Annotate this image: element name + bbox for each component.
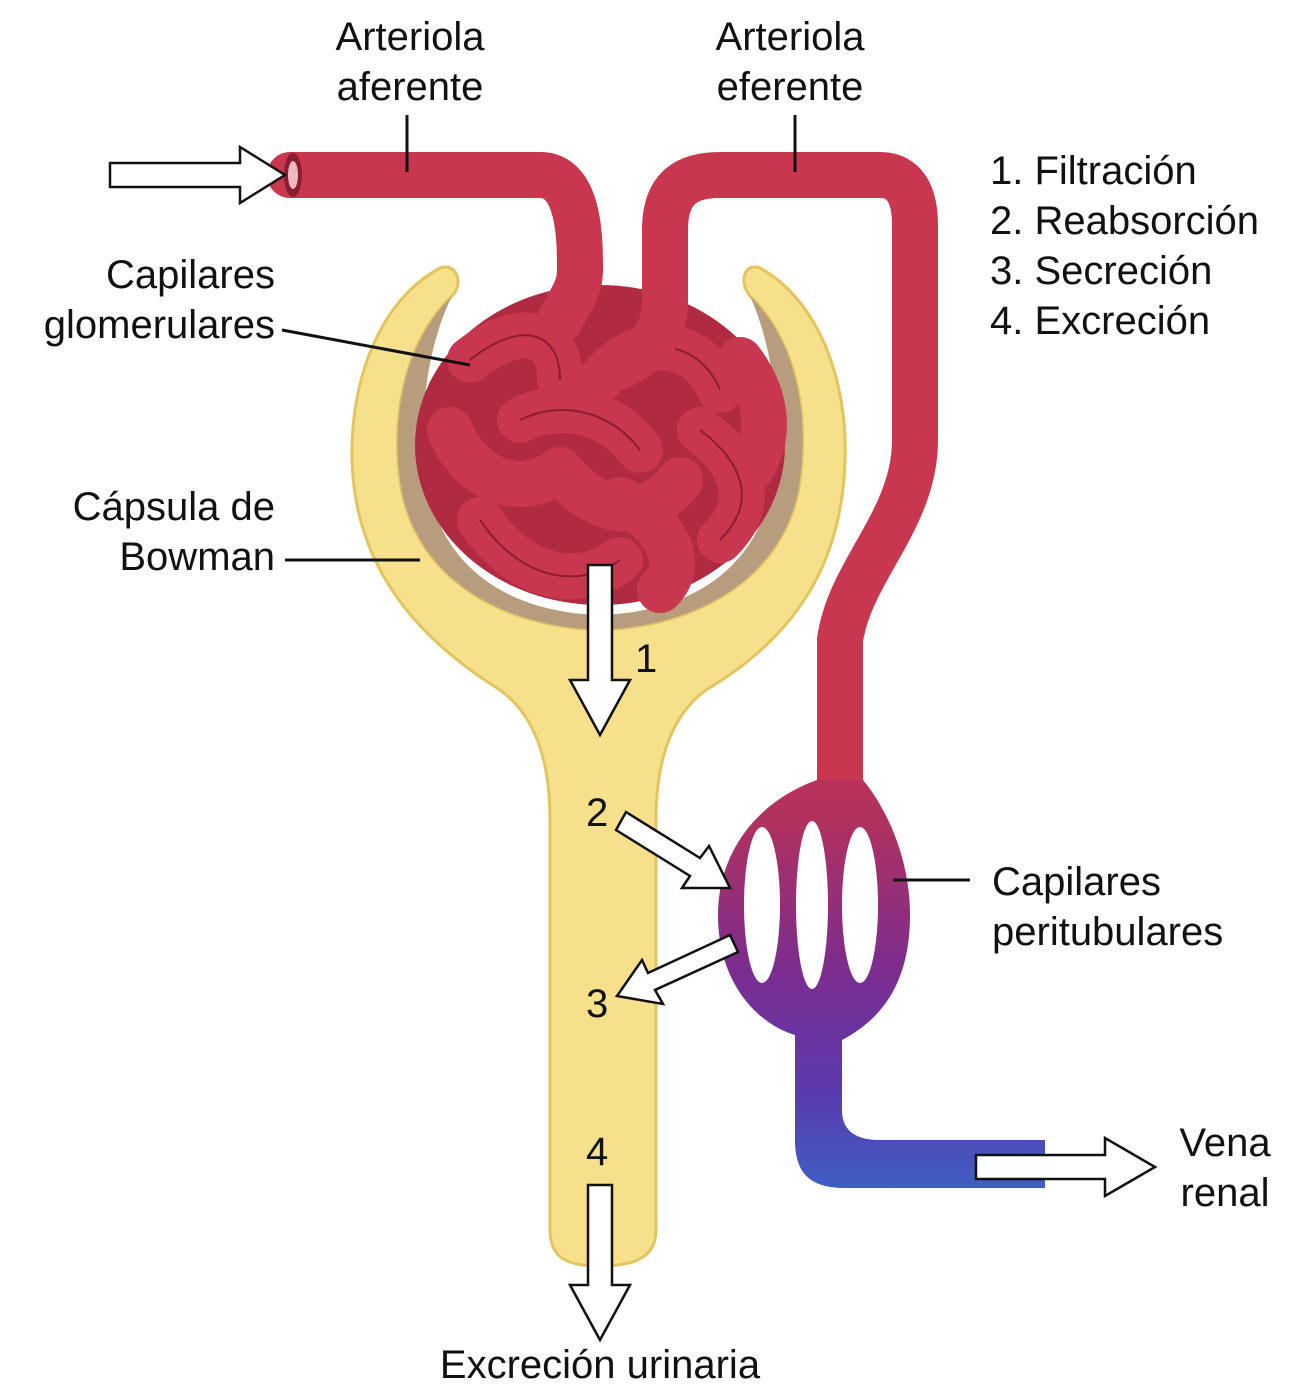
glomerular-capillaries (415, 285, 785, 605)
step-marker-4: 4 (586, 1130, 608, 1174)
urinary-excretion-label: Excreción urinaria (380, 1340, 820, 1390)
efferent-arteriole-label: Arteriola eferente (680, 12, 900, 112)
legend-item-secretion: 3. Secreción (990, 246, 1259, 296)
glomerular-label-line2: glomerulares (0, 300, 275, 350)
afferent-arteriole-label: Arteriola aferente (300, 12, 520, 112)
afferent-inflow-arrow (110, 147, 285, 203)
glomerular-label-line1: Capilares (0, 250, 275, 300)
efferent-label-line1: Arteriola (680, 12, 900, 62)
legend-item-reabsorption: 2. Reabsorción (990, 196, 1259, 246)
afferent-label-line2: aferente (300, 62, 520, 112)
vein-label-line1: Vena (1150, 1118, 1300, 1168)
step-marker-2: 2 (586, 791, 608, 835)
afferent-label-line1: Arteriola (300, 12, 520, 62)
step-marker-3: 3 (586, 982, 608, 1026)
legend-item-filtration: 1. Filtración (990, 146, 1259, 196)
peritubular-label-line2: peritubulares (992, 907, 1223, 957)
glomerular-capillaries-label: Capilares glomerulares (0, 250, 275, 350)
peritubular-capillaries-label: Capilares peritubulares (992, 857, 1223, 957)
bowman-label-line2: Bowman (0, 532, 275, 582)
vein-label-line2: renal (1150, 1168, 1300, 1218)
process-legend: 1. Filtración 2. Reabsorción 3. Secreció… (990, 146, 1259, 346)
legend-item-excretion: 4. Excreción (990, 296, 1259, 346)
peritubular-label-line1: Capilares (992, 857, 1223, 907)
renal-vein-label: Vena renal (1150, 1118, 1300, 1218)
efferent-label-line2: eferente (680, 62, 900, 112)
bowman-capsule-label: Cápsula de Bowman (0, 482, 275, 582)
bowman-label-line1: Cápsula de (0, 482, 275, 532)
step-marker-1: 1 (635, 637, 657, 681)
peritubular-capillaries (718, 780, 1045, 1188)
